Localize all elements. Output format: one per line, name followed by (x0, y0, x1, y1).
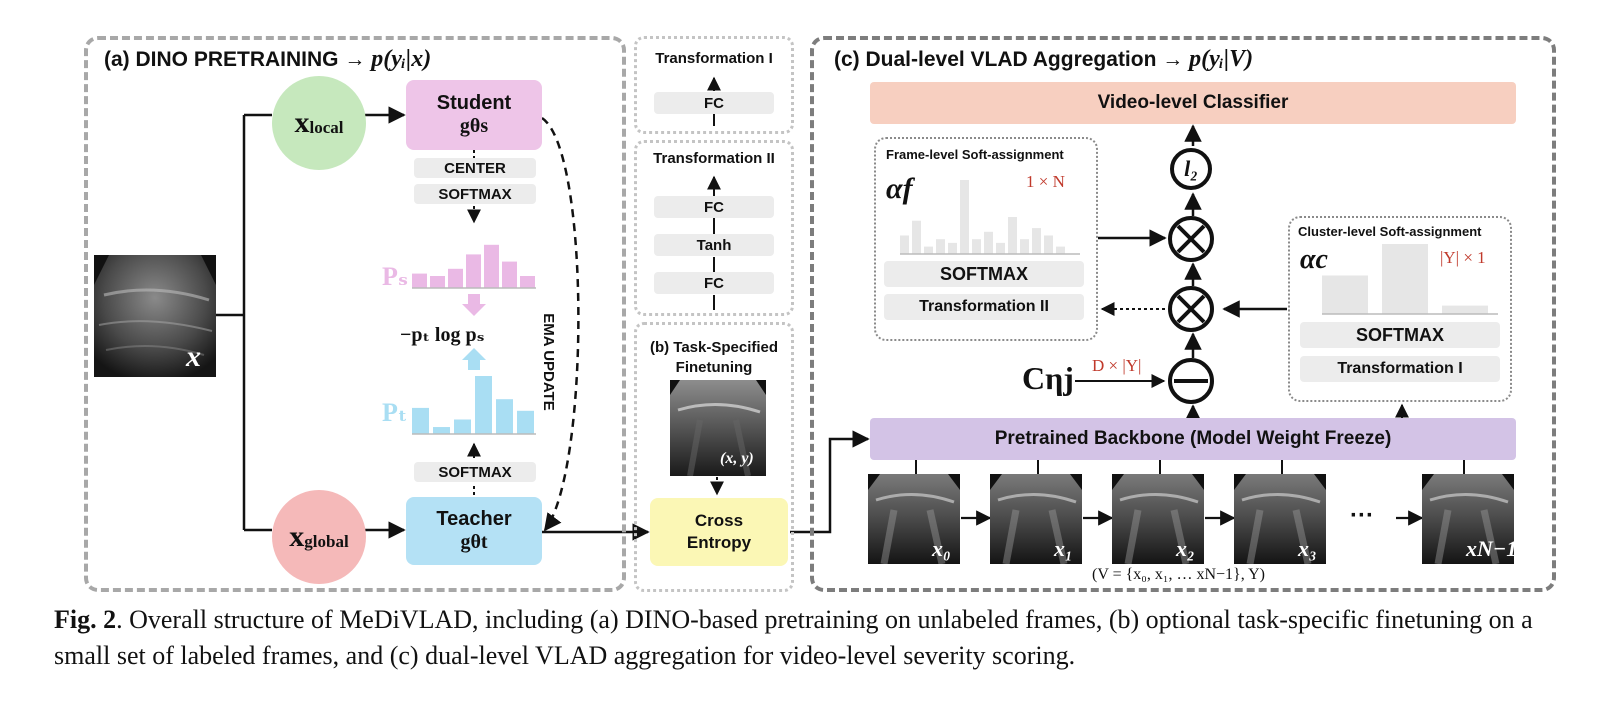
alpha-c-bar (1442, 305, 1488, 314)
pretrained-backbone: Pretrained Backbone (Model Weight Freeze… (870, 418, 1516, 460)
video-frame (1422, 474, 1514, 564)
panel-a-dino-pretraining (84, 36, 626, 592)
panel-b-title: (b) Task-Specified Finetuning (649, 339, 779, 376)
alpha-f-bar (996, 242, 1005, 254)
video-frame (1112, 474, 1204, 564)
panel-b-finetuning (634, 322, 794, 592)
frame-level-histogram (900, 180, 1080, 255)
l2-normalization-op: l₂ (1170, 148, 1212, 190)
video-frame (990, 474, 1082, 564)
alpha-c-bar (1382, 244, 1428, 314)
ps-label: Pₛ (382, 262, 409, 291)
alpha-f-bar (1044, 235, 1053, 254)
frame-label: x₂ (1176, 536, 1195, 561)
pt-bar (517, 410, 534, 434)
center-op: CENTER (414, 158, 536, 178)
alpha-f-bar (1056, 246, 1065, 254)
transformation-ii-fc-bottom: FC (654, 272, 774, 294)
ps-bar (520, 276, 535, 288)
figure-caption: Fig. 2. Overall structure of MeDiVLAD, i… (54, 605, 1533, 670)
alpha-f-bar (924, 246, 933, 254)
pt-histogram (412, 376, 536, 435)
frame-label: xN−1 (1466, 536, 1518, 561)
cluster-level-title: Cluster-level Soft-assignment (1298, 224, 1482, 239)
alpha-f-bar (984, 231, 993, 254)
frame-level-dims: 1 × N (1026, 172, 1065, 191)
pt-bar (475, 376, 492, 434)
alpha-f-bar (1008, 217, 1017, 254)
ema-update-label: EMA UPDATE (540, 313, 557, 411)
frame-ellipsis: ··· (1350, 502, 1374, 529)
frame-level-transform: Transformation II (884, 294, 1084, 320)
transformation-i-title: Transformation I (655, 50, 773, 67)
frame-label: x₀ (932, 536, 951, 561)
input-symbol: x (186, 340, 201, 373)
video-frame (868, 474, 960, 564)
ps-histogram (412, 244, 536, 289)
frame-label: x₁ (1054, 536, 1073, 561)
video-level-classifier: Video-level Classifier (870, 82, 1516, 124)
pt-bar (433, 427, 450, 434)
labeled-frame-image (670, 380, 766, 476)
ps-bar (466, 254, 481, 288)
pt-label: Pₜ (382, 398, 408, 427)
panel-c-title: (c) Dual-level VLAD Aggregation → p(yᵢ|V… (834, 46, 1254, 72)
transformation-ii-tanh: Tanh (654, 234, 774, 256)
alpha-f: αf (886, 172, 913, 205)
ps-bar (484, 244, 499, 288)
alpha-f-bar (1020, 239, 1029, 254)
cluster-level-softmax: SOFTMAX (1300, 322, 1500, 348)
input-ultrasound-image (94, 255, 216, 377)
cluster-centers-dims: D × |Y| (1092, 356, 1142, 375)
panel-a-title: (a) DINO PRETRAINING → p(yᵢ|x) (104, 46, 432, 72)
transformation-i-fc: FC (654, 92, 774, 114)
frame-label: x₃ (1298, 536, 1317, 561)
cross-entropy-loss: Cross Entropy (650, 498, 788, 566)
cluster-level-dims: |Y| × 1 (1440, 248, 1486, 267)
student-network: Student gθs (406, 80, 542, 150)
softmax-student: SOFTMAX (414, 184, 536, 204)
multiply-op-mid (1168, 286, 1214, 332)
pt-bar (454, 419, 471, 434)
multiply-op-top (1168, 216, 1214, 262)
ps-bar (430, 276, 445, 288)
transformation-ii-box (634, 140, 794, 316)
cluster-level-histogram (1322, 244, 1498, 315)
frame-level-softmax: SOFTMAX (884, 261, 1084, 287)
alpha-c: αc (1300, 244, 1328, 275)
video-frame (1234, 474, 1326, 564)
pt-bar (496, 399, 513, 434)
alpha-f-bar (960, 180, 969, 254)
subtract-op (1168, 358, 1214, 404)
frame-level-title: Frame-level Soft-assignment (886, 147, 1064, 162)
cluster-centers-label: Cηj (1022, 360, 1074, 396)
teacher-network: Teacher gθt (406, 497, 542, 565)
cluster-level-transform: Transformation I (1300, 356, 1500, 382)
alpha-f-bar (972, 239, 981, 254)
distillation-loss: −pₜ log pₛ (400, 324, 485, 346)
pt-up-arrow (462, 348, 486, 370)
alpha-c-bar (1322, 275, 1368, 314)
alpha-f-bar (1032, 228, 1041, 254)
transformation-ii-title: Transformation II (653, 150, 775, 167)
video-definition: (V = {x₀, x₁, … xN−1}, Y) (1092, 566, 1265, 583)
alpha-f-bar (900, 235, 909, 254)
ps-down-arrow (462, 294, 486, 316)
softmax-teacher: SOFTMAX (414, 462, 536, 482)
panel-c-dual-vlad (810, 36, 1556, 592)
transformation-i-box (634, 36, 794, 134)
ps-bar (412, 273, 427, 288)
pt-bar (412, 407, 429, 434)
ps-bar (448, 268, 463, 288)
ps-bar (502, 261, 517, 288)
alpha-f-bar (948, 242, 957, 254)
connector-layer (212, 76, 1465, 541)
alpha-f-bar (936, 239, 945, 254)
labeled-frame-tag: (x, y) (720, 450, 754, 467)
alpha-f-bar (912, 220, 921, 254)
transformation-ii-fc-top: FC (654, 196, 774, 218)
